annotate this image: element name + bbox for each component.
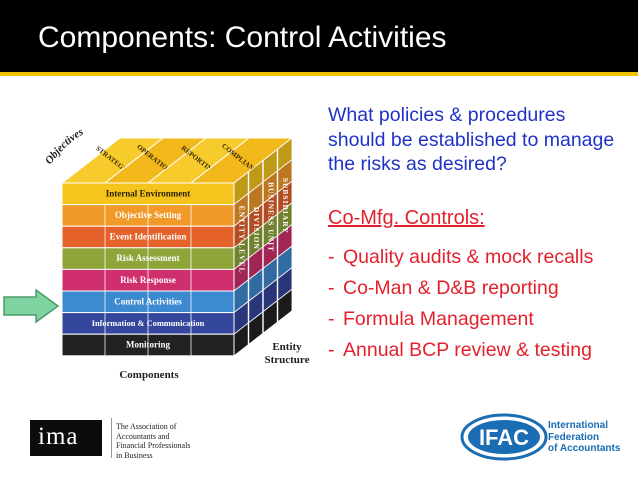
entity-structure-label: Entity xyxy=(272,341,302,353)
components-label: Components xyxy=(119,369,179,381)
ima-logo-text: ima xyxy=(38,423,79,450)
entity-structure-label-line2: Structure xyxy=(264,354,309,366)
question-text: What policies & procedures should be est… xyxy=(328,104,615,175)
controls-heading: Co-Mfg. Controls: xyxy=(328,207,485,229)
title-accent-rule xyxy=(0,72,638,76)
objectives-label: Objectives xyxy=(43,126,86,167)
slide-title: Components: Control Activities xyxy=(38,21,447,54)
ifac-logo-text: IFAC xyxy=(479,425,529,450)
entity-level-label: DIVISION xyxy=(252,207,261,250)
ifac-tagline: International Federation of Accountants xyxy=(548,420,621,454)
bullet-marker: - xyxy=(328,339,335,361)
entity-level-label: SUBSIDIARY xyxy=(281,178,290,234)
bullet-marker: - xyxy=(328,277,335,299)
cube-side-face: SUBSIDIARY BUSINESS UNIT DIVISION ENTITY-LE… xyxy=(233,137,293,357)
component-label: Internal Environment xyxy=(106,188,191,198)
highlight-arrow-icon xyxy=(3,288,60,324)
ima-divider xyxy=(111,418,112,458)
title-bar: Components: Control Activities xyxy=(0,0,638,72)
entity-level-label: BUSINESS UNIT xyxy=(267,182,276,252)
ifac-logo: IFAC xyxy=(460,413,548,461)
ima-tagline: The Association of Accountants and Finan… xyxy=(116,422,191,460)
entity-level-label: ENTITY-LEVEL xyxy=(238,206,247,274)
bullet-marker: - xyxy=(328,246,335,268)
ima-logo: ima xyxy=(30,420,102,456)
bullet-marker: - xyxy=(328,308,335,330)
